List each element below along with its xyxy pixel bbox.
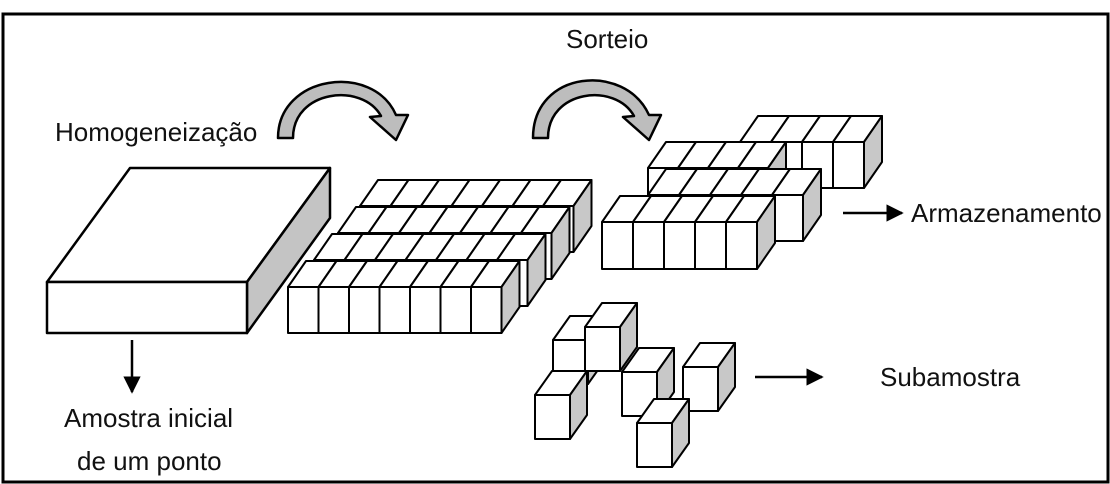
homogenized-cube-grid [287, 179, 593, 334]
subsample-cube [534, 370, 588, 440]
homogenization-curved-arrow [276, 80, 410, 142]
diagram-frame [1, 12, 1110, 484]
storage-cube-row-front [601, 195, 776, 270]
initial-sample-label-line2: de um ponto [77, 446, 222, 476]
subsample-cube [636, 398, 690, 468]
storage-label: Armazenamento [911, 198, 1102, 228]
subsample-cube [584, 302, 638, 372]
initial-sample-block [45, 166, 332, 335]
homogenization-label: Homogeneização [55, 117, 257, 147]
storage-cube-grid [601, 115, 883, 270]
subsample-cubes [534, 302, 736, 468]
draw-curved-arrow [531, 79, 663, 142]
homog-cube-row [287, 260, 521, 334]
subsample-cube [682, 342, 736, 412]
draw-label: Sorteio [566, 24, 648, 54]
subsample-cube [621, 347, 675, 417]
initial-sample-label-line1: Amostra inicial [64, 403, 233, 433]
subsample-label: Subamostra [880, 362, 1021, 392]
